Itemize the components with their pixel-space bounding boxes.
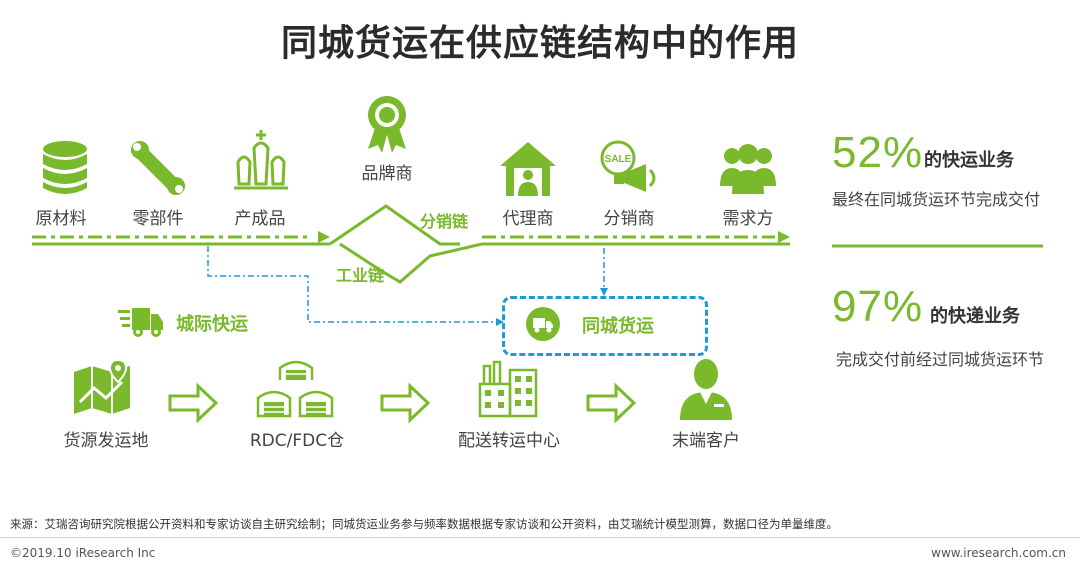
node-finished-goods: 产成品 xyxy=(234,209,286,229)
node-brand-owner: 品牌商 xyxy=(361,164,413,184)
step-distribution-center: 配送转运中心 xyxy=(458,431,560,451)
agent-house-icon xyxy=(500,142,556,196)
fast-truck-icon xyxy=(118,308,163,337)
node-demand-side: 需求方 xyxy=(722,209,774,229)
step-end-customer: 末端客户 xyxy=(672,431,740,451)
step-rdc-fdc-warehouse: RDC/FDC仓 xyxy=(249,431,345,451)
node-agent: 代理商 xyxy=(502,209,554,229)
copyright: ©2019.10 iResearch Inc xyxy=(10,546,156,560)
distribution-chain-label: 分销链 xyxy=(420,212,469,231)
delivery-truck-icon xyxy=(526,307,560,341)
chess-pieces-icon xyxy=(234,130,288,190)
website-link[interactable]: www.iresearch.com.cn xyxy=(931,546,1066,560)
people-group-icon xyxy=(720,144,776,194)
stat-business-express-freight: 的快运业务 xyxy=(924,150,1014,171)
stat-desc-express-freight: 最终在同城货运环节完成交付 xyxy=(832,190,1041,209)
sale-megaphone-icon: SALE xyxy=(600,140,656,192)
industrial-chain-label: 工业链 xyxy=(336,266,385,285)
award-icon xyxy=(368,96,406,153)
source-note: 来源：艾瑞咨询研究院根据公开资料和专家访谈自主研究绘制；同城货运业务参与频率数据… xyxy=(10,517,838,531)
customer-person-icon xyxy=(680,359,732,420)
intercity-express-label: 城际快运 xyxy=(176,314,248,335)
warehouse-icon xyxy=(256,360,334,418)
stat-desc-courier: 完成交付前经过同城货运环节 xyxy=(836,350,1045,369)
same-city-freight-label: 同城货运 xyxy=(582,316,654,337)
wrench-icon xyxy=(131,141,185,195)
footer-divider xyxy=(0,537,1080,538)
stat-percent-courier: 97% xyxy=(832,282,924,331)
map-pin-icon xyxy=(74,358,130,414)
distribution-center-icon xyxy=(478,360,538,418)
raw-material-icon xyxy=(43,141,87,194)
svg-text:SALE: SALE xyxy=(605,154,632,165)
node-raw-material: 原材料 xyxy=(35,209,87,229)
page-title: 同城货运在供应链结构中的作用 xyxy=(280,23,799,64)
step-origin: 货源发运地 xyxy=(63,431,149,451)
node-components: 零部件 xyxy=(132,209,184,229)
stat-percent-express-freight: 52% xyxy=(832,128,924,177)
same-city-freight-box xyxy=(502,296,708,356)
stat-business-courier: 的快递业务 xyxy=(930,306,1020,327)
node-distributor: 分销商 xyxy=(603,209,655,229)
